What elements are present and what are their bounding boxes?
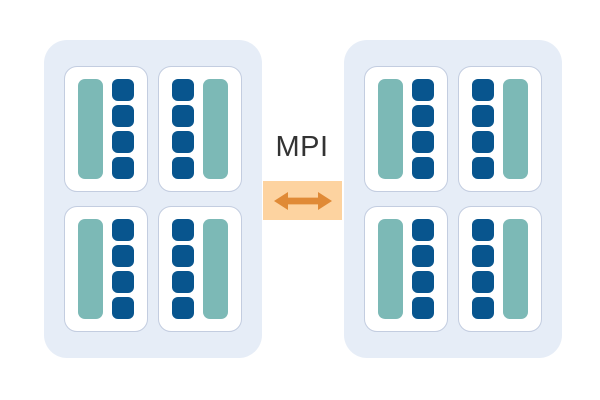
core-unit-icon xyxy=(411,105,434,127)
socket-card-grid-right xyxy=(364,66,542,332)
socket-card xyxy=(364,206,448,332)
memory-bar-icon xyxy=(202,79,228,179)
core-unit-icon xyxy=(111,219,134,241)
core-unit-icon xyxy=(172,271,195,293)
core-unit-icon xyxy=(111,297,134,319)
core-unit-icon xyxy=(411,157,434,179)
core-unit-icon xyxy=(172,245,195,267)
core-column xyxy=(472,219,495,319)
core-column xyxy=(411,219,434,319)
memory-bar-icon xyxy=(502,79,528,179)
socket-card xyxy=(64,206,148,332)
core-unit-icon xyxy=(411,271,434,293)
socket-card xyxy=(458,66,542,192)
core-unit-icon xyxy=(472,131,495,153)
memory-bar-icon xyxy=(502,219,528,319)
core-unit-icon xyxy=(411,79,434,101)
socket-card xyxy=(364,66,448,192)
mpi-arrow-band xyxy=(263,181,342,220)
socket-card xyxy=(158,206,242,332)
core-unit-icon xyxy=(411,219,434,241)
core-column xyxy=(172,79,195,179)
double-headed-horizontal-arrow-icon xyxy=(273,190,332,212)
core-unit-icon xyxy=(411,131,434,153)
socket-card xyxy=(64,66,148,192)
core-unit-icon xyxy=(172,219,195,241)
node-panel-right xyxy=(344,40,562,358)
core-unit-icon xyxy=(472,79,495,101)
core-unit-icon xyxy=(472,297,495,319)
core-unit-icon xyxy=(172,131,195,153)
core-column xyxy=(111,219,134,319)
memory-bar-icon xyxy=(78,219,104,319)
core-column xyxy=(472,79,495,179)
core-column xyxy=(172,219,195,319)
core-unit-icon xyxy=(111,157,134,179)
memory-bar-icon xyxy=(378,79,404,179)
node-panel-left xyxy=(44,40,262,358)
memory-bar-icon xyxy=(378,219,404,319)
socket-card xyxy=(458,206,542,332)
core-unit-icon xyxy=(472,157,495,179)
core-unit-icon xyxy=(111,131,134,153)
core-column xyxy=(111,79,134,179)
core-unit-icon xyxy=(472,219,495,241)
memory-bar-icon xyxy=(78,79,104,179)
socket-card-grid-left xyxy=(64,66,242,332)
core-unit-icon xyxy=(111,105,134,127)
core-unit-icon xyxy=(172,297,195,319)
core-unit-icon xyxy=(172,105,195,127)
core-unit-icon xyxy=(411,245,434,267)
core-unit-icon xyxy=(111,271,134,293)
core-unit-icon xyxy=(472,105,495,127)
core-column xyxy=(411,79,434,179)
core-unit-icon xyxy=(172,157,195,179)
core-unit-icon xyxy=(111,79,134,101)
socket-card xyxy=(158,66,242,192)
mpi-label: MPI xyxy=(275,131,329,163)
core-unit-icon xyxy=(172,79,195,101)
memory-bar-icon xyxy=(202,219,228,319)
core-unit-icon xyxy=(411,297,434,319)
core-unit-icon xyxy=(472,245,495,267)
mpi-link: MPI xyxy=(262,130,342,220)
core-unit-icon xyxy=(111,245,134,267)
core-unit-icon xyxy=(472,271,495,293)
